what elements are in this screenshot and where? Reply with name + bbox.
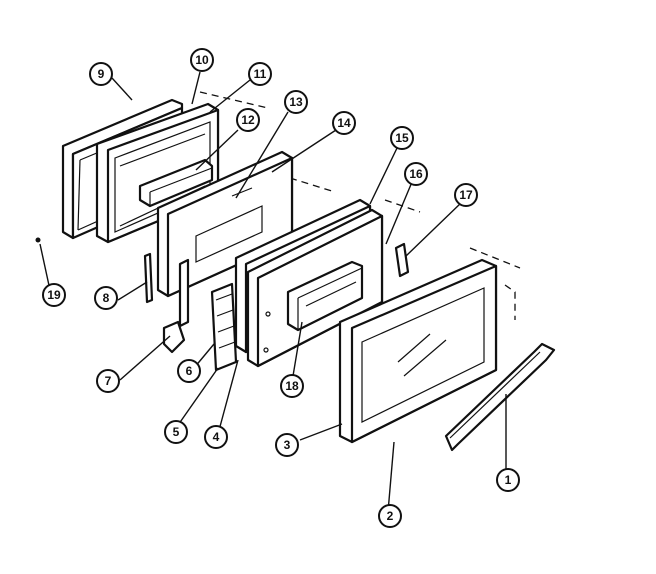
callout-17: 17 — [454, 183, 478, 207]
callout-14: 14 — [332, 111, 356, 135]
part-16-18-window-glass — [286, 260, 364, 332]
callout-17-label: 17 — [459, 188, 473, 202]
callout-5-label: 5 — [173, 425, 180, 439]
callout-12: 12 — [236, 108, 260, 132]
callout-3-label: 3 — [284, 438, 291, 452]
callout-13-label: 13 — [289, 95, 303, 109]
callout-18-label: 18 — [285, 379, 299, 393]
part-8-hinge-strip — [143, 252, 154, 304]
part-7-hinge — [162, 258, 190, 354]
callout-11-label: 11 — [254, 67, 267, 81]
callout-4: 4 — [204, 425, 228, 449]
callout-9-label: 9 — [98, 67, 105, 81]
part-5-6-door-seal — [210, 282, 238, 372]
callout-13: 13 — [284, 90, 308, 114]
callout-7: 7 — [96, 369, 120, 393]
callout-6: 6 — [177, 359, 201, 383]
callout-12-label: 12 — [241, 113, 255, 127]
callout-3: 3 — [275, 433, 299, 457]
callout-1-label: 1 — [505, 473, 512, 487]
callout-16: 16 — [404, 162, 428, 186]
callout-11: 11 — [248, 62, 272, 86]
callout-14-label: 14 — [337, 116, 351, 130]
callout-2: 2 — [378, 504, 402, 528]
callout-9: 9 — [89, 62, 113, 86]
callout-10-label: 10 — [195, 53, 209, 67]
callout-19: 19 — [42, 283, 66, 307]
part-1-door-handle — [444, 342, 556, 452]
callout-18: 18 — [280, 374, 304, 398]
callout-10: 10 — [190, 48, 214, 72]
callout-2-label: 2 — [387, 509, 394, 523]
callout-16-label: 16 — [409, 167, 423, 181]
callout-15-label: 15 — [395, 131, 409, 145]
callout-8: 8 — [94, 286, 118, 310]
part-12-bracket-block — [138, 158, 214, 208]
callout-6-label: 6 — [186, 364, 193, 378]
callout-8-label: 8 — [103, 291, 110, 305]
leader-lines — [39, 71, 507, 513]
callout-7-label: 7 — [105, 374, 112, 388]
part-19-screw — [35, 237, 41, 243]
callout-15: 15 — [390, 126, 414, 150]
part-3-outer-door-frame — [338, 258, 498, 444]
part-17-clip — [394, 242, 410, 278]
callout-1: 1 — [496, 468, 520, 492]
callout-4-label: 4 — [213, 430, 220, 444]
callout-5: 5 — [164, 420, 188, 444]
callout-19-label: 19 — [47, 288, 61, 302]
